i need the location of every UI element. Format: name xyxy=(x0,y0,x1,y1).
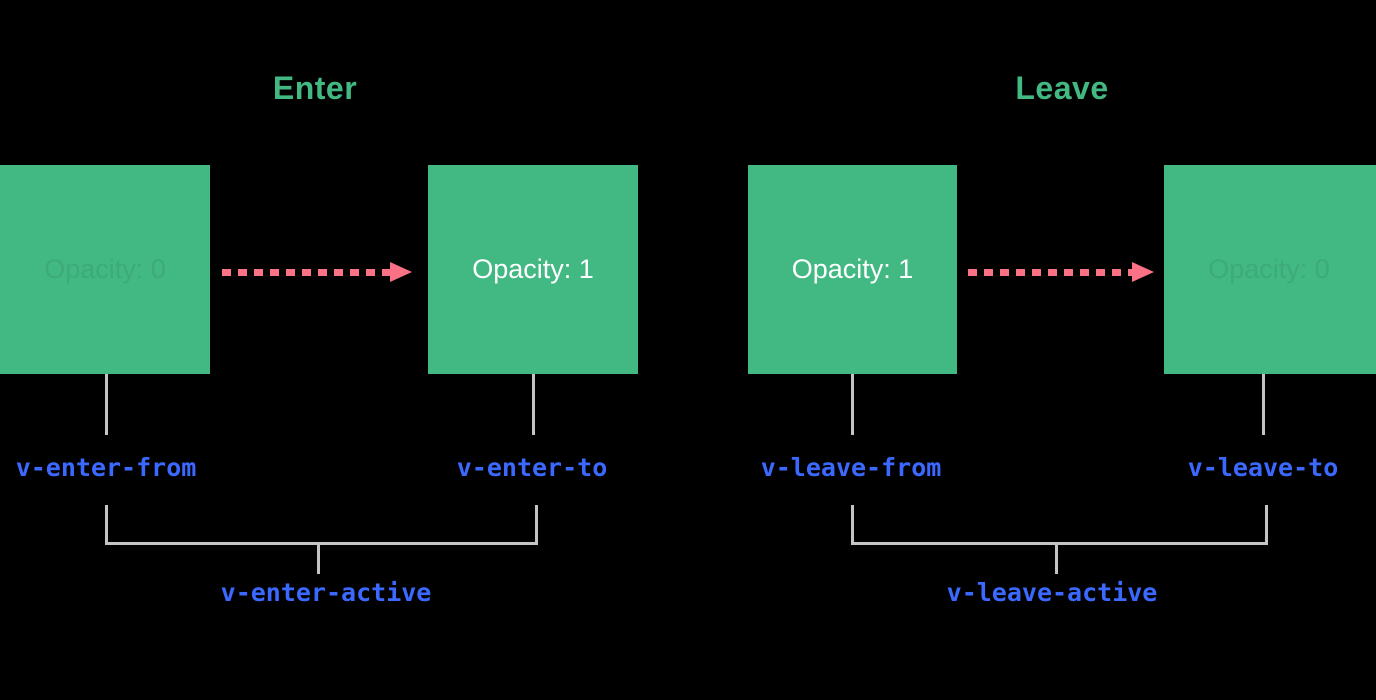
section-title-leave: Leave xyxy=(1015,70,1109,106)
state-box-label-leave-to: Opacity: 0 xyxy=(1208,254,1330,284)
grouping-bracket-stem-enter xyxy=(317,542,320,574)
state-box-label-enter-to: Opacity: 1 xyxy=(472,254,594,284)
class-label-v-enter-active: v-enter-active xyxy=(220,578,432,607)
transition-arrow-leave-icon xyxy=(968,262,1154,282)
arrow-head xyxy=(390,262,412,282)
state-box-leave-to: Opacity: 0 xyxy=(1164,165,1376,374)
arrow-shaft xyxy=(222,269,390,276)
class-label-v-leave-active: v-leave-active xyxy=(946,578,1158,607)
state-box-label-leave-from: Opacity: 1 xyxy=(791,254,914,284)
connector-stem-leave-from xyxy=(851,374,854,435)
connector-stem-enter-from xyxy=(105,374,108,435)
section-title-enter: Enter xyxy=(272,70,358,106)
grouping-bracket-enter xyxy=(105,505,538,545)
arrow-shaft xyxy=(968,269,1132,276)
class-label-v-enter-to: v-enter-to xyxy=(456,453,608,482)
arrow-head xyxy=(1132,262,1154,282)
connector-stem-enter-to xyxy=(532,374,535,435)
grouping-bracket-stem-leave xyxy=(1055,542,1058,574)
grouping-bracket-leave xyxy=(851,505,1268,545)
state-box-label-enter-from: Opacity: 0 xyxy=(44,254,166,284)
state-box-enter-from: Opacity: 0 xyxy=(0,165,210,374)
state-box-leave-from: Opacity: 1 xyxy=(748,165,957,374)
connector-stem-leave-to xyxy=(1262,374,1265,435)
state-box-enter-to: Opacity: 1 xyxy=(428,165,638,374)
transition-arrow-enter-icon xyxy=(222,262,412,282)
class-label-v-enter-from: v-enter-from xyxy=(15,453,197,482)
class-label-v-leave-from: v-leave-from xyxy=(760,453,942,482)
class-label-v-leave-to: v-leave-to xyxy=(1187,453,1339,482)
